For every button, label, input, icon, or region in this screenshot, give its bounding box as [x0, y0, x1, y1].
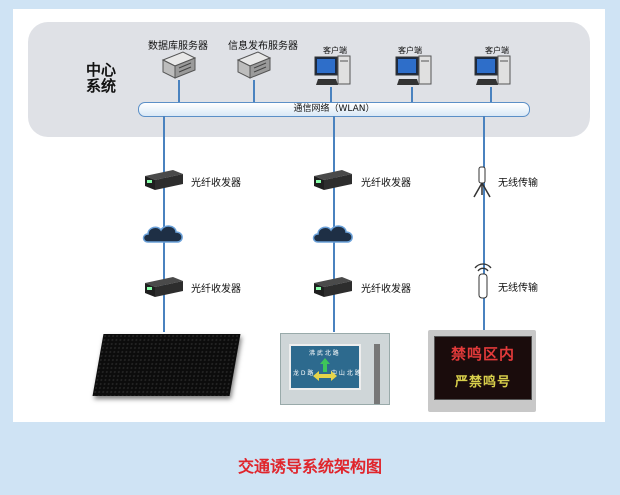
- guide-sign-top-road: 沸 武 北 路: [309, 350, 339, 357]
- fiber-converter-label: 光纤收发器: [191, 284, 241, 295]
- network-bus-label: 通信网络（WLAN）: [293, 104, 375, 114]
- fiber-converter-label: 光纤收发器: [361, 284, 411, 295]
- fiber-converter-icon: [145, 170, 183, 190]
- guide-sign-right-road: 中 山 北 路: [331, 370, 361, 377]
- fiber-converter-icon: [314, 170, 352, 190]
- wireless-antenna-icon: [473, 166, 491, 198]
- wireless-antenna-icon: [474, 263, 492, 299]
- db-server-link: [178, 80, 180, 102]
- guide-sign-left-road: 龙 D 路: [293, 370, 314, 377]
- guide-arrows-icon: [313, 358, 337, 381]
- cloud-icon: [312, 225, 353, 243]
- wireless-transmission-label: 无线传输: [498, 178, 538, 189]
- database-server-label: 数据库服务器: [148, 41, 208, 52]
- led-sign-display: 禁鸣区内 严禁鸣号: [434, 336, 532, 400]
- led-sign-line-2: 严禁鸣号: [454, 375, 511, 390]
- traffic-guide-sign: 沸 武 北 路 龙 D 路 中 山 北 路: [280, 333, 390, 405]
- client-link-3: [490, 87, 492, 102]
- center-system-label: 中心系统: [86, 61, 117, 95]
- led-video-wall: [92, 334, 241, 396]
- cloud-icon: [142, 225, 183, 243]
- publish-server-label: 信息发布服务器: [228, 41, 298, 52]
- fiber-converter-label: 光纤收发器: [361, 178, 411, 189]
- client-link-1: [330, 87, 332, 102]
- client-label-3: 客户端: [485, 46, 509, 55]
- diagram-caption: 交通诱导系统架构图: [237, 457, 382, 476]
- client-pc-icon-3: [474, 55, 511, 85]
- fiber-converter-label: 光纤收发器: [191, 178, 241, 189]
- branch-line-1: [163, 116, 165, 332]
- branch-line-2: [333, 116, 335, 332]
- wireless-transmission-label: 无线传输: [498, 283, 538, 294]
- fiber-converter-icon: [314, 277, 352, 297]
- client-pc-icon-2: [395, 55, 432, 85]
- database-server-icon: [161, 51, 197, 79]
- led-message-sign: 禁鸣区内 严禁鸣号: [428, 330, 536, 412]
- center-system-box: [28, 22, 590, 137]
- branch-line-3: [483, 116, 485, 330]
- led-sign-line-1: 禁鸣区内: [450, 345, 515, 363]
- fiber-converter-icon: [145, 277, 183, 297]
- guide-sign-face: 沸 武 北 路 龙 D 路 中 山 北 路: [289, 344, 361, 390]
- publish-server-link: [253, 80, 255, 102]
- client-pc-icon-1: [314, 55, 351, 85]
- client-label-1: 客户端: [323, 46, 347, 55]
- client-label-2: 客户端: [398, 46, 422, 55]
- client-link-2: [411, 87, 413, 102]
- publish-server-icon: [236, 51, 272, 79]
- guide-sign-pole: [374, 344, 380, 404]
- network-bus: 通信网络（WLAN）: [138, 102, 530, 117]
